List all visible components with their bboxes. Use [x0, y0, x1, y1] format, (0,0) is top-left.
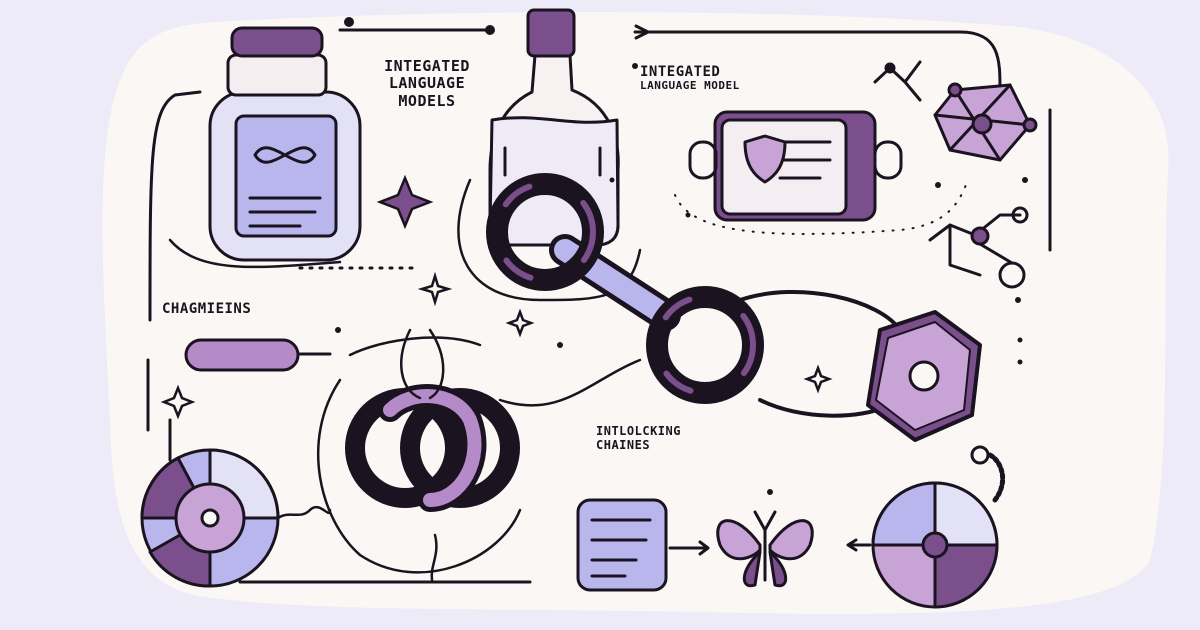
- label-integrated-language-model: INTEGATED LANGUAGE MODEL: [640, 64, 740, 93]
- chain-link-icon: [486, 173, 902, 418]
- label-line: INTEGATED: [384, 57, 470, 75]
- curve-knot-to-bottle: [498, 358, 642, 407]
- shield-card-icon: [688, 110, 903, 222]
- pie-clock-icon: [846, 445, 1006, 609]
- hexagon-nut-icon: [866, 310, 982, 442]
- label-line: INTEGATED: [640, 64, 721, 80]
- label-line: MODELS: [398, 91, 456, 110]
- label-line: CHAINES: [596, 437, 651, 452]
- curve-around-knot: [316, 378, 522, 574]
- label-chagmieins: CHAGMIEINS: [162, 301, 252, 317]
- network-node-icon: [873, 60, 1038, 162]
- sparkle-icon: [160, 384, 196, 420]
- dot-decorations: [335, 17, 1028, 495]
- connector-top-right: [633, 30, 1002, 92]
- sparkle-icon: [417, 271, 453, 307]
- sparkle-icon: [376, 174, 434, 230]
- butterfly-icon: [716, 510, 814, 588]
- label-line: LANGUAGE: [388, 74, 466, 93]
- hook-bottom: [430, 533, 438, 582]
- dial-wheel-icon: [140, 448, 332, 588]
- connector-top-left: [148, 90, 202, 322]
- curve-top-knot: [348, 336, 482, 357]
- label-interlocking-chaines: INTLOLCKING CHAINES: [596, 424, 681, 453]
- capsule-icon: [184, 338, 332, 372]
- curve-under-card: [674, 179, 969, 235]
- arrow-top-right: [634, 24, 650, 40]
- jar-infinity-icon: [208, 26, 362, 262]
- label-line: INTLOLCKING: [596, 424, 681, 438]
- label-integrated-language-models: INTEGATED LANGUAGE MODELS: [352, 57, 502, 110]
- circuit-cluster-icon: [928, 206, 1029, 289]
- label-line: LANGUAGE MODEL: [640, 79, 740, 93]
- sparkle-icon: [505, 308, 535, 338]
- sparkle-icon: [803, 364, 833, 394]
- interlocked-rings-icon: [345, 328, 520, 512]
- curve-dashed-top: [168, 238, 342, 269]
- document-icon: [576, 498, 710, 592]
